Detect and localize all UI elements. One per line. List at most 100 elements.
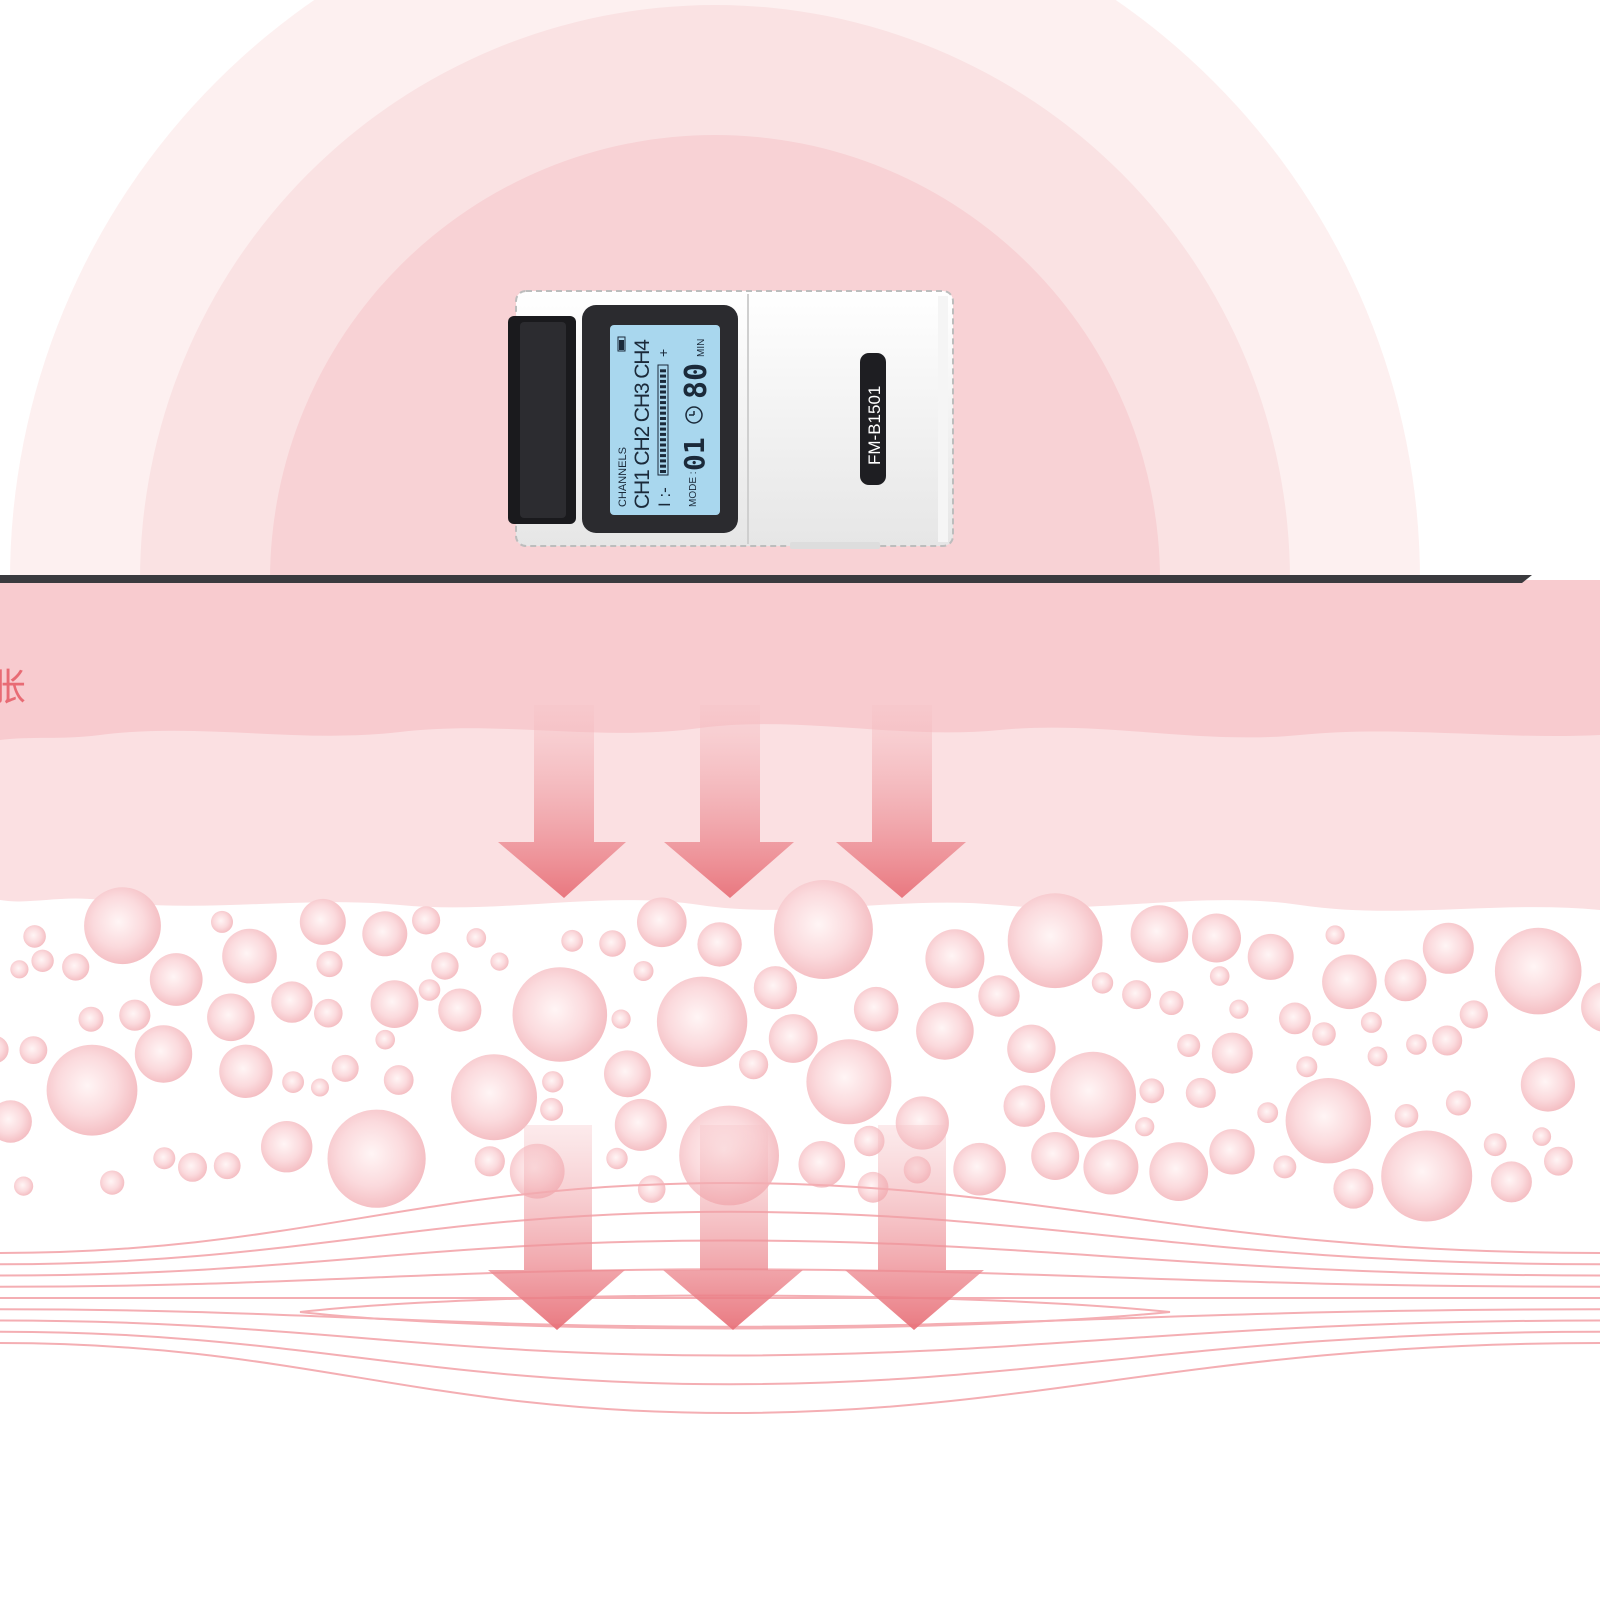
fat-cell	[1445, 1090, 1471, 1116]
fat-cell	[84, 887, 161, 965]
fat-cell	[1177, 1034, 1201, 1057]
fat-cell	[656, 976, 748, 1067]
fat-cell	[1050, 1051, 1136, 1138]
lcd-header: CHANNELS	[617, 447, 629, 507]
fat-cell	[31, 949, 54, 972]
fat-cell	[953, 1142, 1006, 1196]
fat-cell	[134, 1025, 193, 1083]
fat-cell	[219, 1044, 273, 1099]
fat-cell	[10, 960, 29, 979]
fat-cell	[1139, 1078, 1165, 1104]
arrow-down	[845, 1125, 984, 1330]
fat-cell	[1520, 1057, 1575, 1112]
fat-cell	[119, 999, 151, 1031]
electrode-pad	[0, 575, 1532, 583]
epidermis-layer	[0, 580, 1600, 740]
model-label: FM-B1501	[865, 386, 884, 465]
model-badge	[860, 353, 886, 485]
fat-cell	[466, 928, 487, 948]
fat-cell	[1149, 1142, 1209, 1201]
side-mark: 胀	[0, 665, 26, 709]
fat-cell	[19, 1036, 48, 1064]
lcd-mode-label: MODE :	[688, 471, 699, 507]
fat-cell	[1031, 1132, 1080, 1180]
fat-cell	[1185, 1077, 1216, 1108]
fat-cell	[1406, 1034, 1427, 1055]
fat-cell	[1229, 999, 1249, 1019]
fat-cell	[606, 1147, 628, 1170]
fat-cell	[1422, 922, 1474, 974]
fat-cell	[806, 1039, 892, 1125]
arrows-lower	[488, 1125, 984, 1330]
fat-cell	[1581, 982, 1600, 1032]
muscle-fiber	[0, 1319, 1600, 1357]
fat-cell	[611, 1009, 631, 1029]
fat-cell	[1273, 1155, 1297, 1179]
fat-cell	[1279, 1002, 1311, 1035]
fat-cell	[1381, 1130, 1473, 1222]
fat-cell	[316, 950, 343, 978]
fat-cell	[1211, 1032, 1253, 1074]
fat-cell	[213, 1152, 241, 1180]
fat-cell	[739, 1050, 769, 1080]
fat-cell	[1367, 1046, 1388, 1067]
fat-cell	[1494, 927, 1582, 1015]
arrow-down	[488, 1125, 625, 1330]
fat-cell	[222, 928, 277, 984]
fat-cell	[153, 1147, 176, 1170]
fat-cell	[100, 1170, 125, 1195]
fat-cell	[1130, 905, 1189, 963]
fat-cell	[1122, 980, 1152, 1010]
fat-cell	[271, 981, 313, 1023]
fat-cell	[1257, 1102, 1279, 1123]
fat-cell	[1296, 1056, 1318, 1078]
fat-cell	[773, 880, 873, 979]
arrow-down	[664, 705, 794, 898]
fat-cell	[1003, 1085, 1046, 1127]
lcd-mode-value: 01	[678, 437, 711, 471]
fat-cell	[331, 1054, 359, 1082]
fat-cell	[1007, 893, 1103, 989]
fat-cell	[1209, 966, 1230, 986]
lcd-channels: CH1 CH2 CH3 CH4	[631, 339, 654, 509]
fat-cell	[512, 967, 608, 1062]
fat-cell	[1532, 1127, 1552, 1146]
fat-cell	[1333, 1168, 1374, 1209]
arrow-down	[498, 705, 626, 898]
fat-cell	[418, 979, 441, 1001]
fat-cell	[62, 953, 90, 981]
fat-cell	[853, 986, 899, 1032]
fat-cell	[1544, 1146, 1573, 1176]
fat-cell	[1083, 1139, 1139, 1195]
fat-cell	[299, 898, 346, 945]
fat-cell	[798, 1141, 846, 1188]
dermis-layer	[0, 700, 1600, 911]
fat-cell	[978, 975, 1020, 1017]
arrow-down	[836, 705, 966, 898]
fat-cell	[1394, 1104, 1419, 1128]
fat-cell	[604, 1050, 651, 1098]
fat-cell	[1159, 990, 1184, 1016]
fat-cell	[1247, 933, 1294, 980]
fat-cell	[207, 993, 255, 1042]
fat-cell	[261, 1121, 313, 1173]
lcd-timer-value: 80	[679, 363, 714, 399]
fat-cell	[1285, 1078, 1372, 1164]
fat-cell	[311, 1078, 329, 1097]
fat-cell	[697, 922, 742, 967]
plus-icon: +	[655, 349, 671, 357]
fat-cell	[474, 1146, 505, 1177]
fat-cell	[23, 925, 46, 948]
fat-cell	[925, 929, 985, 989]
fat-cell	[490, 952, 509, 971]
fat-cell	[1432, 1025, 1463, 1056]
fat-cell	[383, 1065, 414, 1095]
fat-cell	[149, 953, 203, 1006]
fat-cell	[78, 1006, 104, 1032]
fat-cell	[451, 1054, 537, 1141]
fat-cell	[370, 980, 419, 1028]
fat-cell	[327, 1109, 426, 1208]
fat-cell	[438, 988, 482, 1032]
fat-cell	[1192, 913, 1241, 963]
